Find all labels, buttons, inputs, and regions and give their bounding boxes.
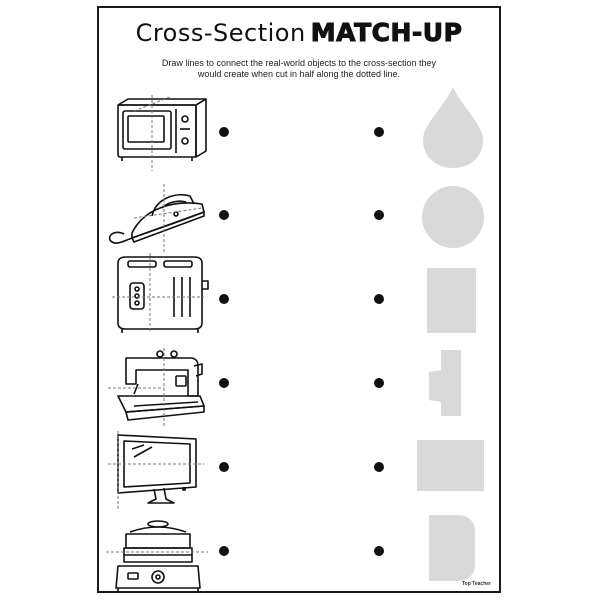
food-steamer-icon (106, 520, 208, 592)
brand-logo: Top Teacher (462, 581, 491, 587)
instructions-line-2: would create when cut in half along the … (197, 69, 401, 79)
instructions: Draw lines to connect the real-world obj… (119, 58, 479, 80)
object-dot-3[interactable] (219, 294, 229, 304)
title-part-2: MATCH-UP (310, 18, 463, 48)
title-part-1: Cross-Section (135, 19, 306, 47)
section-dot-2[interactable] (374, 210, 384, 220)
object-dot-6[interactable] (219, 546, 229, 556)
notched-rectangle-shape (429, 350, 461, 416)
microwave-icon (117, 95, 207, 171)
tv-monitor-icon (108, 431, 204, 509)
section-dot-6[interactable] (374, 546, 384, 556)
d-shape (429, 515, 475, 581)
worksheet: Cross-Section MATCH-UP Draw lines to con… (97, 6, 501, 593)
section-dot-5[interactable] (374, 462, 384, 472)
square-shape (427, 268, 476, 333)
teardrop-shape (423, 87, 483, 168)
section-dot-1[interactable] (374, 127, 384, 137)
sewing-machine-icon (108, 348, 205, 426)
wide-rectangle-shape (417, 440, 484, 491)
clothes-iron-icon (108, 184, 205, 252)
object-dot-2[interactable] (219, 210, 229, 220)
object-dot-5[interactable] (219, 462, 229, 472)
circle-shape (422, 186, 484, 248)
object-dot-1[interactable] (219, 127, 229, 137)
object-dot-4[interactable] (219, 378, 229, 388)
section-dot-3[interactable] (374, 294, 384, 304)
worksheet-title: Cross-Section MATCH-UP (99, 18, 499, 48)
instructions-line-1: Draw lines to connect the real-world obj… (161, 58, 437, 68)
section-dot-4[interactable] (374, 378, 384, 388)
toaster-icon (112, 253, 209, 333)
